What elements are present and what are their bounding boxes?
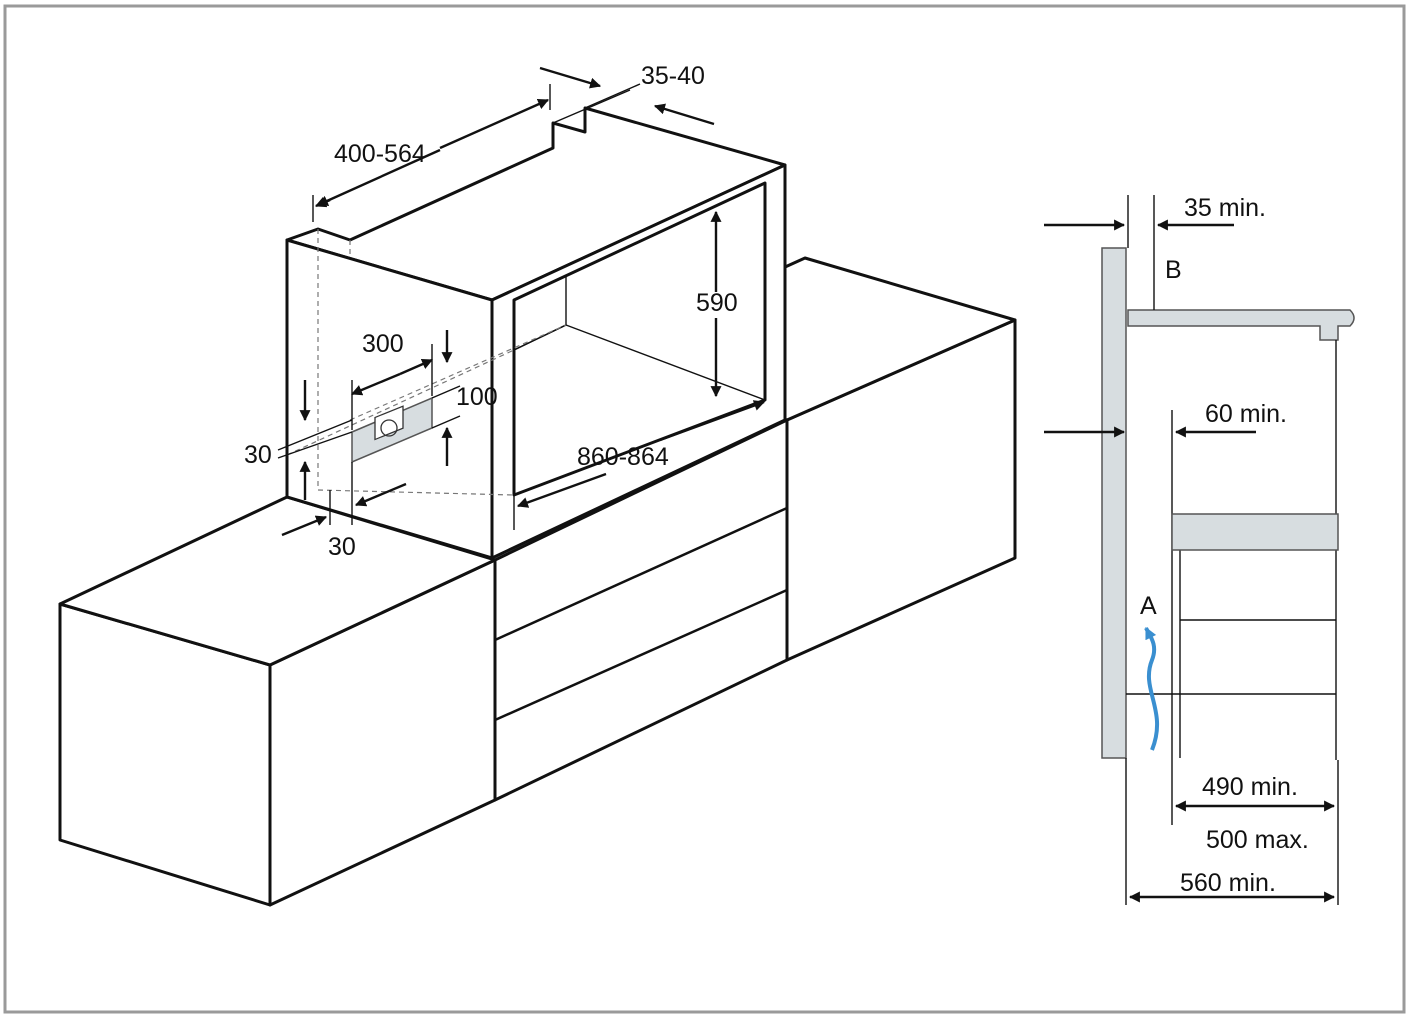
power-socket-icon (380, 419, 398, 437)
dim-400-564: 400-564 (334, 140, 426, 168)
airflow-arrow (1144, 626, 1159, 751)
isometric-cabinet-view: 400-564 35-40 590 860-864 300 100 3 (58, 62, 1017, 907)
dim-35-min: 35 min. (1184, 194, 1266, 222)
dim-860-864: 860-864 (577, 443, 669, 471)
left-counter-top (58, 495, 497, 667)
dim-100: 100 (456, 383, 498, 411)
page-frame (3, 4, 1406, 1014)
dim-490-min: 490 min. (1202, 773, 1298, 801)
dim-60-min: 60 min. (1205, 400, 1287, 428)
label-b: B (1165, 256, 1182, 284)
niche-front (490, 163, 787, 560)
front-panel (1101, 247, 1127, 759)
dim-30-left: 30 (244, 441, 272, 469)
dim-35-40: 35-40 (641, 62, 705, 90)
dim-560-min: 560 min. (1180, 869, 1276, 897)
label-a: A (1140, 592, 1157, 620)
shelf-band (1171, 513, 1339, 551)
side-section-view: 35 min. B 60 min. A 490 min. 500 max. 56… (1044, 194, 1355, 905)
dim-30-bottom: 30 (328, 533, 356, 561)
dim-300: 300 (362, 330, 404, 358)
dim-500-max: 500 max. (1206, 826, 1309, 854)
worktop (1127, 309, 1355, 341)
dim-590: 590 (696, 289, 738, 317)
